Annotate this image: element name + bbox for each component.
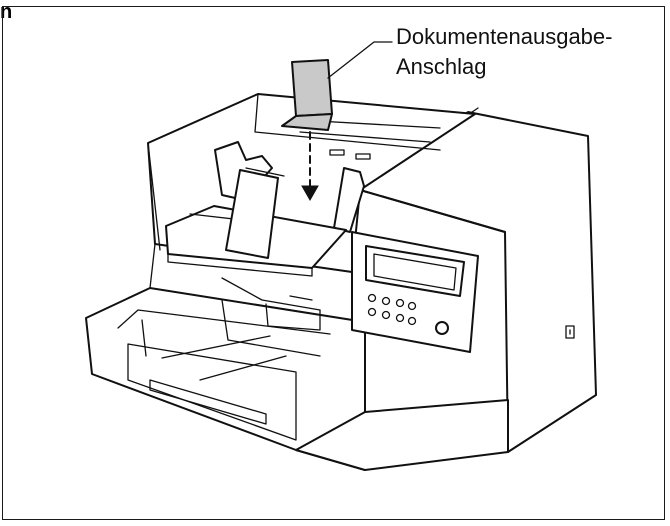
panel-button-icon — [367, 293, 377, 303]
insertion-arrow — [301, 131, 319, 202]
illustration-frame — [2, 6, 665, 520]
exit-tray — [127, 299, 321, 441]
top-slots — [329, 149, 371, 160]
cropped-heading-fragment: n — [0, 1, 13, 23]
panel-button-icon — [381, 296, 391, 306]
control-panel — [351, 231, 479, 353]
callout-line-1: Dokumentenausgabe- — [396, 24, 613, 49]
panel-button-icon — [407, 301, 417, 311]
panel-button-icon — [381, 310, 391, 320]
panel-button-icon — [395, 298, 405, 308]
feed-chute — [221, 277, 321, 331]
side-port-icon — [565, 325, 575, 339]
callout-leader-line — [327, 41, 393, 79]
lower-housing — [85, 243, 509, 471]
callout-line-2: Anschlag — [396, 54, 487, 79]
panel-button-icon — [407, 316, 417, 326]
power-button-icon — [435, 321, 449, 335]
panel-button-icon — [395, 313, 405, 323]
control-panel-buttons — [367, 293, 449, 335]
panel-button-icon — [367, 307, 377, 317]
document-exit-stopper — [281, 59, 333, 131]
document-stack — [225, 167, 285, 259]
stopper-callout-label: Dokumentenausgabe- Anschlag — [396, 22, 612, 82]
